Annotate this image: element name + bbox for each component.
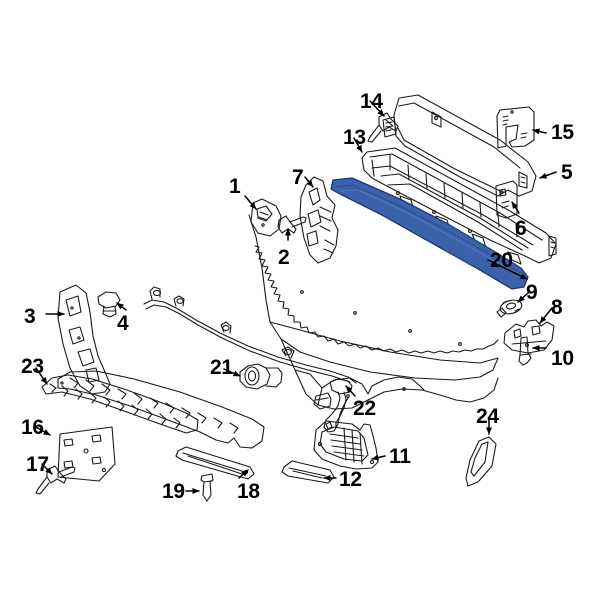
- callout-13[interactable]: 13: [343, 126, 366, 149]
- part-17-shape: [35, 465, 76, 495]
- callout-20[interactable]: 20: [490, 249, 513, 272]
- callout-16[interactable]: 16: [21, 416, 44, 439]
- callout-15[interactable]: 15: [551, 121, 574, 144]
- callout-22[interactable]: 22: [353, 397, 376, 420]
- part-1-shape: [250, 198, 282, 237]
- callout-14[interactable]: 14: [360, 90, 383, 113]
- part-12-shape: [281, 460, 335, 484]
- callout-1[interactable]: 1: [229, 175, 241, 198]
- hardware-misc-shape: [496, 307, 507, 318]
- callout-10[interactable]: 10: [551, 347, 574, 370]
- callout-2[interactable]: 2: [278, 246, 290, 269]
- callout-5[interactable]: 5: [561, 161, 573, 184]
- part-15-shape: [496, 106, 535, 149]
- callout-8[interactable]: 8: [551, 296, 563, 319]
- callout-24[interactable]: 24: [476, 405, 499, 428]
- part-23-shape: [41, 374, 199, 434]
- callout-4[interactable]: 4: [117, 312, 129, 335]
- callout-21[interactable]: 21: [210, 356, 233, 379]
- part-21-shape: [239, 363, 283, 390]
- part-22-shape: [313, 378, 353, 433]
- callout-18[interactable]: 18: [237, 480, 260, 503]
- part-20-shape: [330, 177, 529, 290]
- part-19-shape: [200, 473, 214, 502]
- part-24-shape: [465, 436, 497, 487]
- part-6-shape: [495, 180, 518, 219]
- main-bumper-cover-shape: [248, 214, 499, 410]
- callout-17[interactable]: 17: [26, 453, 49, 476]
- part-2-shape: [277, 215, 307, 234]
- callout-19[interactable]: 19: [162, 480, 185, 503]
- callout-9[interactable]: 9: [526, 281, 538, 304]
- part-14-shape: [367, 112, 399, 143]
- part-13-shape: [361, 147, 557, 265]
- callout-23[interactable]: 23: [21, 355, 44, 378]
- leader-lines: [35, 100, 557, 494]
- part-11-shape: [313, 420, 379, 470]
- callout-12[interactable]: 12: [339, 468, 362, 491]
- callout-7[interactable]: 7: [292, 166, 304, 189]
- part-8-shape: [503, 319, 555, 354]
- part-10-shape: [518, 336, 532, 366]
- wiring-harness-shape: [143, 286, 357, 384]
- callout-11[interactable]: 11: [389, 445, 411, 468]
- part-5-shape: [382, 94, 537, 197]
- callout-3[interactable]: 3: [24, 305, 36, 328]
- part-16-shape: [57, 426, 116, 482]
- callout-6[interactable]: 6: [515, 217, 527, 240]
- lower-valance-bar-shape: [57, 370, 265, 449]
